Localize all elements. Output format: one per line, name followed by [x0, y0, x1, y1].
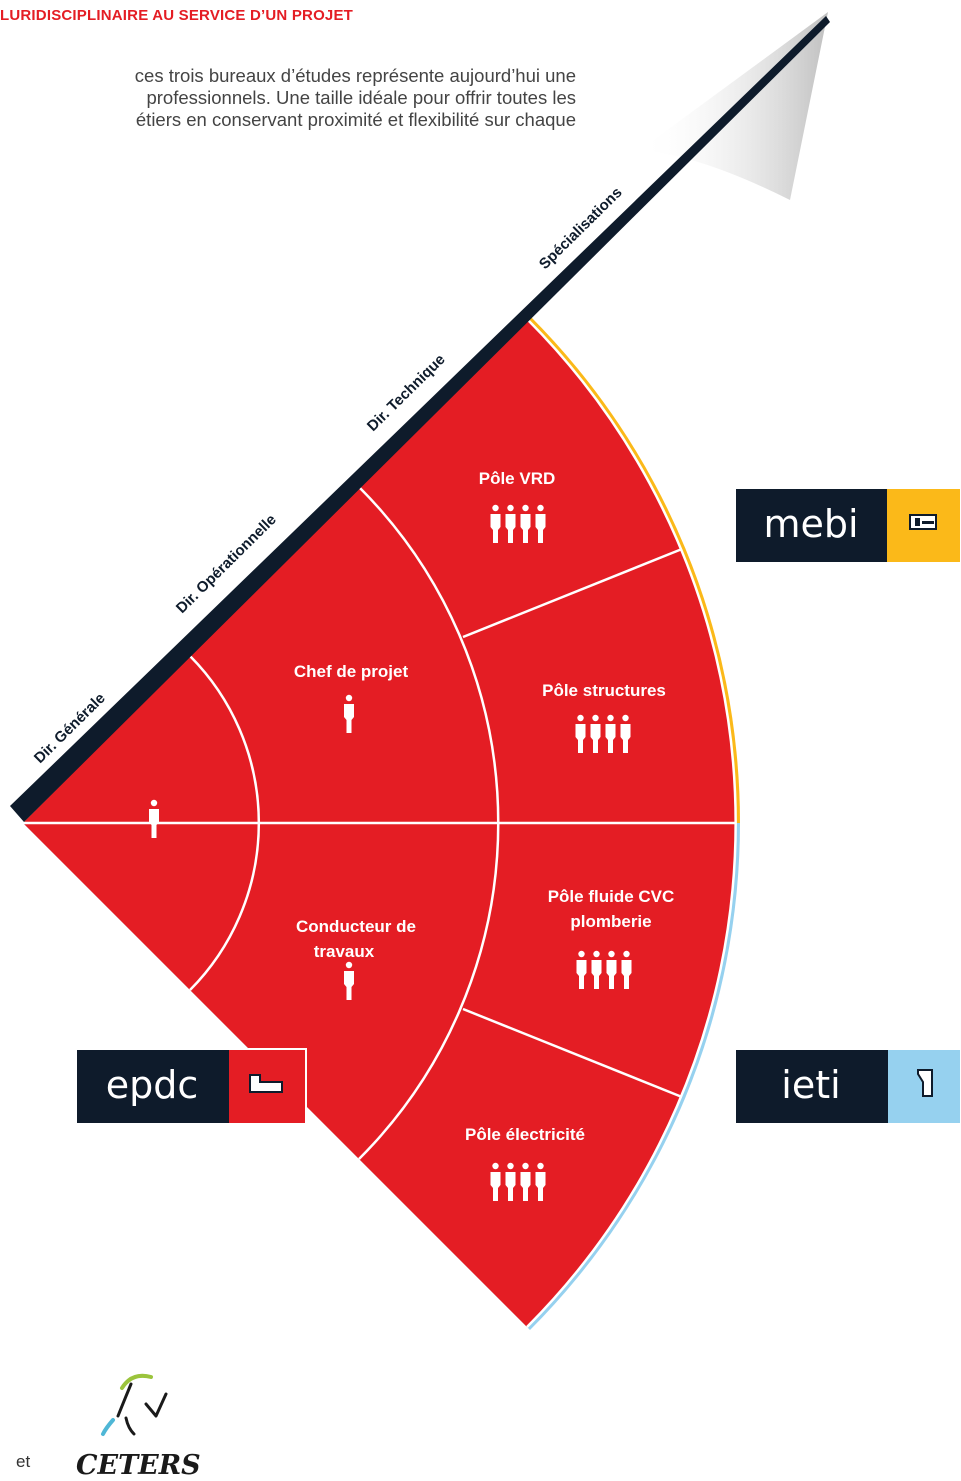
person-icon [621, 950, 632, 989]
divider-lines [23, 318, 737, 1328]
people-icons [149, 397, 764, 1318]
performances-label-2: environnementales [679, 1192, 834, 1211]
person-icon [535, 1162, 546, 1201]
person-icon [708, 397, 719, 436]
ceters-logo-icon: CETERS [76, 1373, 201, 1481]
conducteur-label-2: travaux [314, 942, 375, 961]
person-icon [753, 397, 764, 436]
ieti-brand-block: ieti [734, 1048, 961, 1125]
pole-structures-label: Pôle structures [542, 681, 666, 700]
intro-line-2: professionnels. Une taille idéale pour o… [146, 87, 576, 108]
page-heading: LURIDISCIPLINAIRE AU SERVICE D’UN PROJET [0, 7, 354, 24]
person-icon [490, 1162, 501, 1201]
person-icon [505, 504, 516, 543]
mebi-brand-block: mebi [734, 487, 961, 564]
mebi-logo-icon [909, 514, 937, 530]
footer-connector-text: et [16, 1452, 31, 1471]
person-icon [699, 1279, 710, 1318]
ieti-logo-icon [917, 1069, 933, 1097]
economie-label: Économie de projets [634, 361, 801, 380]
performances-label-1: Performances [699, 1169, 812, 1188]
intro-line-1: ces trois bureaux d’études représente au… [134, 65, 576, 86]
performances-label-4: urbains [725, 1238, 786, 1257]
person-icon [344, 961, 354, 1000]
person-icon [575, 714, 586, 753]
ceters-wordmark: CETERS [76, 1450, 201, 1481]
chef-de-projet-label: Chef de projet [294, 662, 409, 681]
person-icon [344, 694, 354, 733]
person-icon [723, 397, 734, 436]
person-icon [606, 950, 617, 989]
person-icon [605, 714, 616, 753]
person-icon [591, 950, 602, 989]
epdc-brand-block: epdc [75, 1048, 307, 1125]
ieti-wordmark: ieti [781, 1063, 840, 1107]
mebi-wordmark: mebi [763, 502, 858, 546]
person-icon [590, 714, 601, 753]
person-icon [490, 504, 501, 543]
epdc-logo-icon [249, 1074, 283, 1093]
intro-line-3: étiers en conservant proximité et flexib… [135, 109, 576, 130]
person-icon [520, 504, 531, 543]
person-icon [714, 1279, 725, 1318]
person-icon [738, 397, 749, 436]
person-icon [149, 799, 159, 838]
pole-fluide-label-2: plomberie [570, 912, 651, 931]
person-icon [620, 714, 631, 753]
pole-electricite-label: Pôle électricité [465, 1125, 585, 1144]
pole-vrd-label: Pôle VRD [479, 469, 556, 488]
intro-paragraph: ces trois bureaux d’études représente au… [0, 65, 576, 131]
conducteur-label-1: Conducteur de [296, 917, 416, 936]
person-icon [729, 1279, 740, 1318]
epdc-wordmark: epdc [106, 1063, 199, 1107]
person-icon [576, 950, 587, 989]
person-icon [535, 504, 546, 543]
person-icon [505, 1162, 516, 1201]
hierarchy-axis-bar [10, 16, 830, 822]
pole-fluide-label-1: Pôle fluide CVC [548, 887, 675, 906]
performances-label-3: et aménagements [684, 1215, 828, 1234]
person-icon [520, 1162, 531, 1201]
person-icon [684, 1279, 695, 1318]
